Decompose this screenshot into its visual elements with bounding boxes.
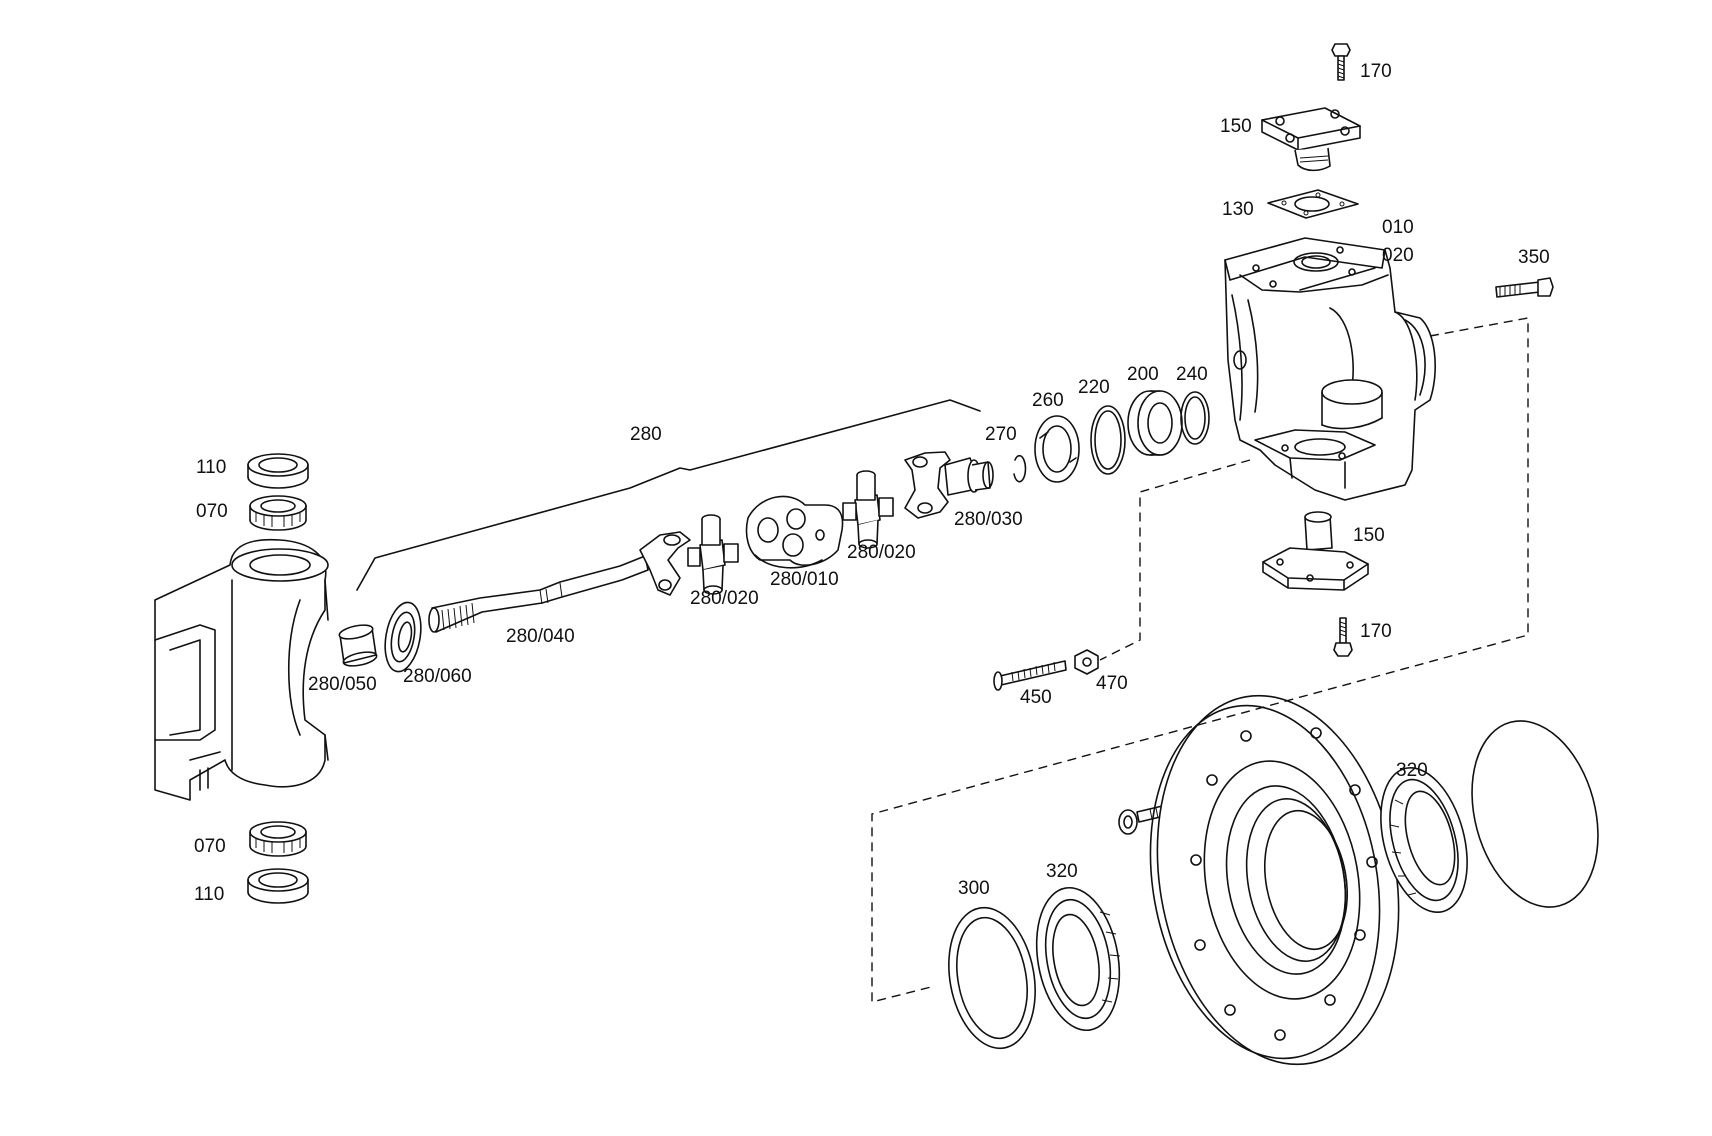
cover-150-bottom [1262,511,1369,591]
label-270: 270 [985,424,1017,445]
screw-450 [993,660,1067,691]
label-020: 020 [1382,245,1414,266]
gasket-130 [1267,189,1359,219]
nut-470 [1074,649,1099,675]
ring-220 [1090,405,1126,475]
label-280-020-left: 280/020 [690,588,759,609]
double-yoke-280-010 [745,495,844,569]
steering-knuckle [1224,237,1436,501]
label-200: 200 [1127,364,1159,385]
ring-240 [1180,391,1210,445]
label-070-bottom: 070 [194,836,226,857]
bolt-170-top [1331,43,1351,81]
label-170-top: 170 [1360,61,1392,82]
bearing-200 [1127,390,1183,456]
bearing-cup-110-bottom [247,868,309,904]
snap-ring-270 [1013,454,1027,483]
cover-150-top [1261,107,1361,172]
bolt-350 [1495,277,1554,298]
label-150-top: 150 [1220,116,1252,137]
bearing-320-right [1380,766,1468,914]
label-470: 470 [1096,673,1128,694]
label-280-030: 280/030 [954,509,1023,530]
label-450: 450 [1020,687,1052,708]
bolt-170-bottom [1333,617,1353,657]
yoke-280-030 [904,451,994,519]
seal-280-060 [384,601,422,673]
label-240: 240 [1176,364,1208,385]
label-280-020-right: 280/020 [847,542,916,563]
label-110-top: 110 [196,457,226,478]
cross-280-020-right [842,470,894,549]
label-320-left: 320 [1046,861,1078,882]
label-220: 220 [1078,377,1110,398]
shaft-280-040 [428,531,691,633]
seal-260 [1034,415,1080,483]
label-280-040: 280/040 [506,626,575,647]
label-300: 300 [958,878,990,899]
label-110-bottom: 110 [194,884,224,905]
label-280-060: 280/060 [403,666,472,687]
label-280-010: 280/010 [770,569,839,590]
label-070-top: 070 [196,501,228,522]
seal-ring-300 [948,906,1036,1050]
label-260: 260 [1032,390,1064,411]
axle-housing [154,538,329,801]
bearing-cone-070-bottom [249,821,307,857]
label-320-right: 320 [1396,760,1428,781]
label-280: 280 [630,424,662,445]
label-170-bottom: 170 [1360,621,1392,642]
group-bracket-280 [356,399,981,591]
bearing-320-left [1035,886,1121,1032]
label-130: 130 [1222,199,1254,220]
bearing-cone-070-top [249,495,307,531]
label-350: 350 [1518,247,1550,268]
part-labels: 170 150 130 010 020 350 280 270 260 220 … [194,61,1550,905]
label-280-050: 280/050 [308,674,377,695]
o-ring [1471,720,1599,908]
dashed-line-knuckle-to-nut [1099,459,1251,661]
label-150-bottom: 150 [1353,525,1385,546]
cross-280-020-left [687,514,739,595]
label-010: 010 [1382,217,1414,238]
dashed-line-knuckle-to-hub [871,317,1529,1003]
bearing-cup-110-top [247,453,309,489]
wheel-hub [1149,694,1400,1066]
bushing-280-050 [338,624,378,667]
